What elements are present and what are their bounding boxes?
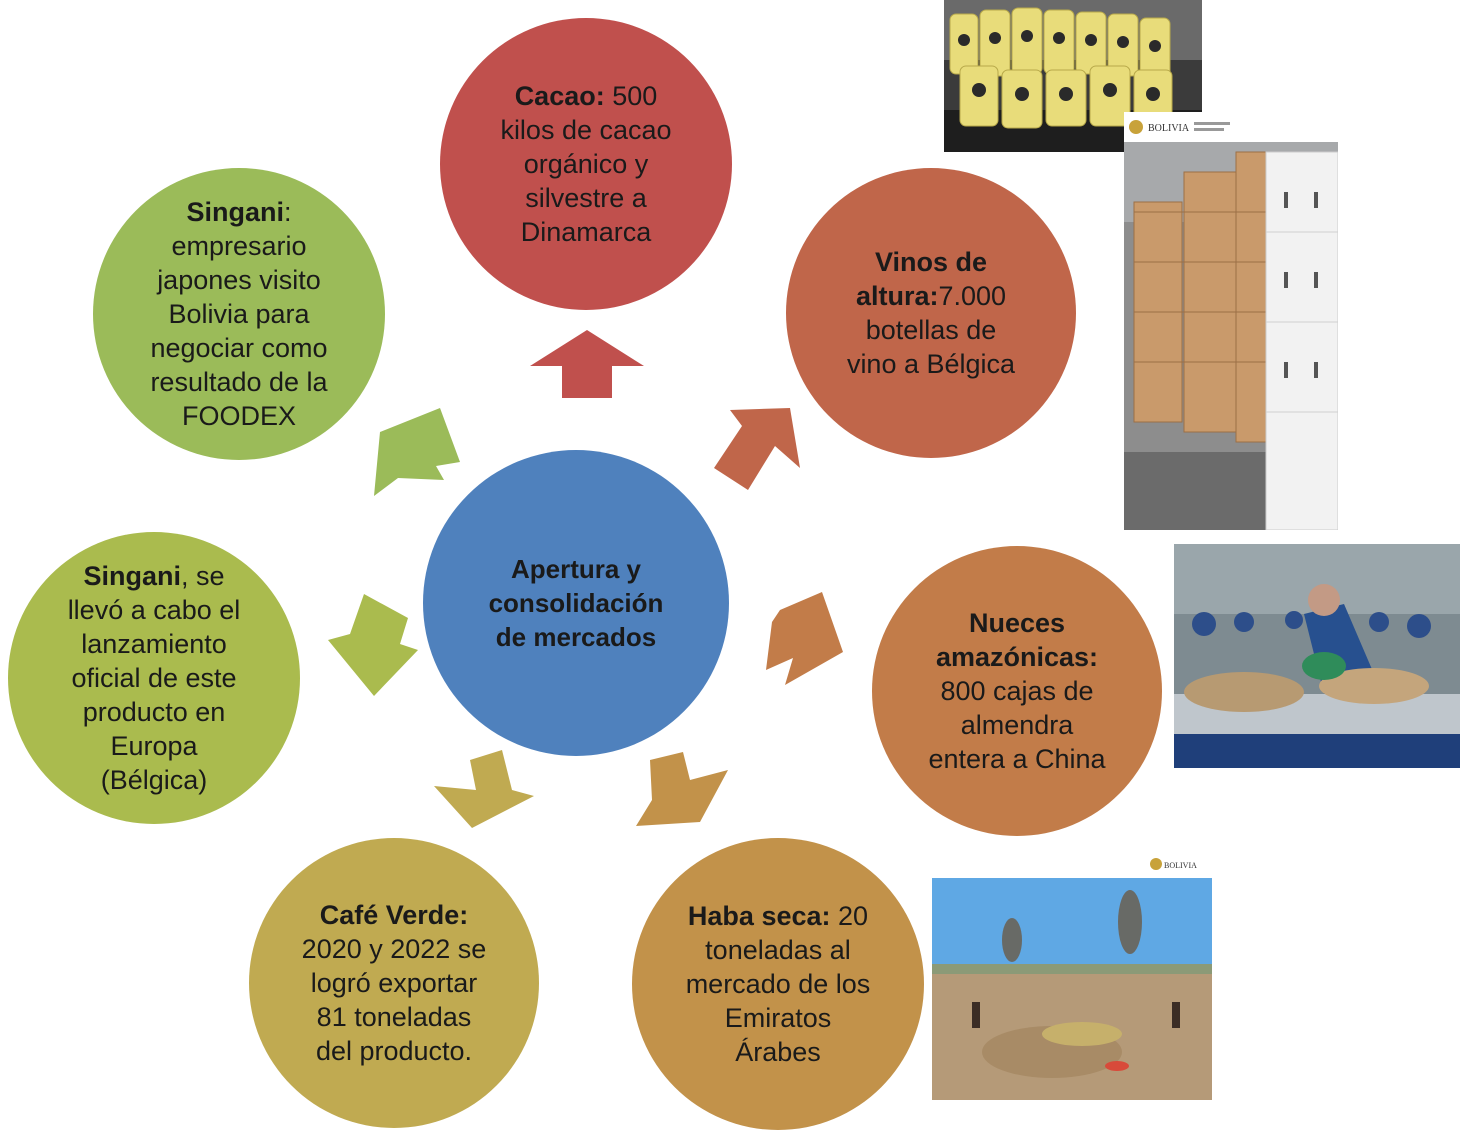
nueces-text-5: entera a China [928,744,1106,774]
vinos-text-4: vino a Bélgica [846,349,1016,379]
arrow-to-nueces [766,592,843,685]
center-line-2: consolidación [488,588,664,618]
broad-bean-field-photo: BOLIVIA [932,852,1212,1100]
singani-japon-title: Singani [186,197,284,227]
singani-europa-text-7: (Bélgica) [100,765,208,795]
singani-japon-text-5: negociar como [150,333,328,363]
singani-europa-text-5: producto en [82,697,226,727]
singani-europa-text-6: Europa [110,731,198,761]
arrow-to-singani-japon [374,408,460,496]
wine-boxes-photo: BOLIVIA [1124,112,1338,530]
vinos-title-2: altura: [855,281,939,311]
cacao-text-1: 500 [604,81,658,111]
haba-text-2: toneladas al [705,935,851,965]
cacao-text-4: silvestre a [525,183,647,213]
arrow-to-cacao [530,330,644,398]
singani-europa-text-1: , se [180,561,225,591]
cacao-sacks-photo [944,0,1202,152]
vinos-text-3: botellas de [865,315,997,345]
nueces-text-3: 800 cajas de [940,676,1094,706]
center-circle: Apertura y consolidación de mercados [423,450,729,756]
arrow-to-cafe [434,750,534,828]
vinos-circle: Vinos de altura:7.000 botellas de vino a… [786,168,1076,458]
wine-photo-logo: BOLIVIA [1148,123,1190,134]
singani-europa-text-2: llevó a cabo el [67,595,241,625]
singani-japon-text-3: japones visito [157,265,321,295]
singani-japon-text-2: empresario [171,231,307,261]
haba-title: Haba seca: [687,901,831,931]
vinos-text-2: 7.000 [938,281,1007,311]
singani-europa-title: Singani [83,561,181,591]
cafe-title: Café Verde: [319,900,469,930]
nueces-text-4: almendra [960,710,1074,740]
singani-europa-text-4: oficial de este [71,663,237,693]
cacao-text-2: kilos de cacao [500,115,672,145]
center-line-1: Apertura y [510,554,642,584]
cafe-text-3: logró exportar [310,968,478,998]
nuts-processing-photo [1174,544,1460,768]
haba-text-4: Emiratos [724,1003,832,1033]
singani-japon-text-7: FOODEX [181,401,296,431]
haba-circle: Haba seca: 20 toneladas al mercado de lo… [632,838,924,1130]
singani-europa-text-3: lanzamiento [81,629,227,659]
cacao-circle: Cacao: 500 kilos de cacao orgánico y sil… [440,18,732,310]
singani-japon-text-1: : [284,197,292,227]
cafe-circle: Café Verde: 2020 y 2022 se logró exporta… [249,838,539,1128]
singani-europa-circle: Singani, se llevó a cabo el lanzamiento … [8,532,300,824]
vinos-title-1: Vinos de [874,247,988,277]
cacao-title: Cacao: [514,81,605,111]
haba-text-1: 20 [830,901,869,931]
arrow-to-haba [636,752,728,826]
arrow-to-vinos [714,408,800,490]
nueces-circle: Nueces amazónicas: 800 cajas de almendra… [872,546,1162,836]
cafe-text-5: del producto. [315,1036,473,1066]
nueces-title-2: amazónicas: [935,642,1099,672]
nueces-title-1: Nueces [968,608,1066,638]
cacao-text-5: Dinamarca [520,217,652,247]
singani-japon-text-4: Bolivia para [168,299,310,329]
arrow-to-singani-europa [328,594,418,696]
center-line-3: de mercados [495,622,657,652]
cafe-text-4: 81 toneladas [316,1002,472,1032]
haba-text-3: mercado de los [685,969,871,999]
cacao-text-3: orgánico y [523,149,649,179]
cafe-text-2: 2020 y 2022 se [301,934,487,964]
haba-text-5: Árabes [735,1037,821,1067]
singani-japon-circle: Singani: empresario japones visito Boliv… [93,168,385,460]
singani-japon-text-6: resultado de la [150,367,328,397]
bean-photo-logo: BOLIVIA [1164,861,1197,870]
